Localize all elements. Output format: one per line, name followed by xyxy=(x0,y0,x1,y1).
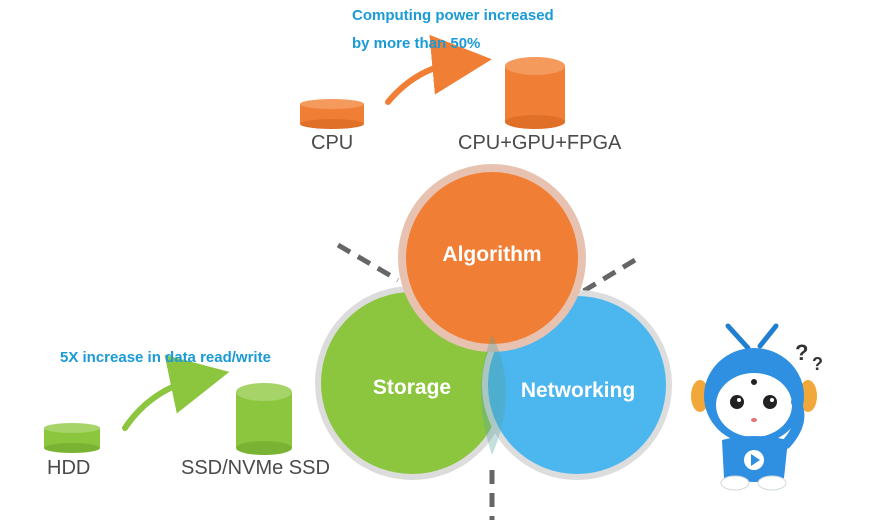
venn-diagram xyxy=(315,164,672,480)
storage-label: Storage xyxy=(372,376,452,399)
storage-upgrade-arrow-icon xyxy=(122,354,230,431)
cpu-label: CPU xyxy=(311,132,354,154)
algorithm-circle xyxy=(398,164,586,352)
compute-callout-line2: by more than 50% xyxy=(352,35,481,52)
cpu-gpu-fpga-label: CPU+GPU+FPGA xyxy=(458,132,622,154)
compute-upgrade-arrow-icon xyxy=(385,34,492,105)
svg-text:?: ? xyxy=(812,354,823,374)
hdd-label: HDD xyxy=(47,457,91,479)
dashed-guide-lines xyxy=(336,242,637,520)
hdd-cylinder-icon xyxy=(44,423,100,453)
mascot-robot-icon: ? ? xyxy=(691,323,823,491)
cpu-gpu-fpga-cylinder-icon xyxy=(505,57,565,129)
algorithm-label: Algorithm xyxy=(442,243,542,266)
storage-callout: 5X increase in data read/write xyxy=(60,349,271,366)
ssd-nvme-label: SSD/NVMe SSD xyxy=(181,457,330,479)
svg-text:?: ? xyxy=(795,340,808,365)
cpu-cylinder-icon xyxy=(300,99,364,129)
networking-label: Networking xyxy=(520,379,636,402)
ssd-cylinder-icon xyxy=(236,383,292,455)
compute-callout-line1: Computing power increased xyxy=(352,7,554,24)
